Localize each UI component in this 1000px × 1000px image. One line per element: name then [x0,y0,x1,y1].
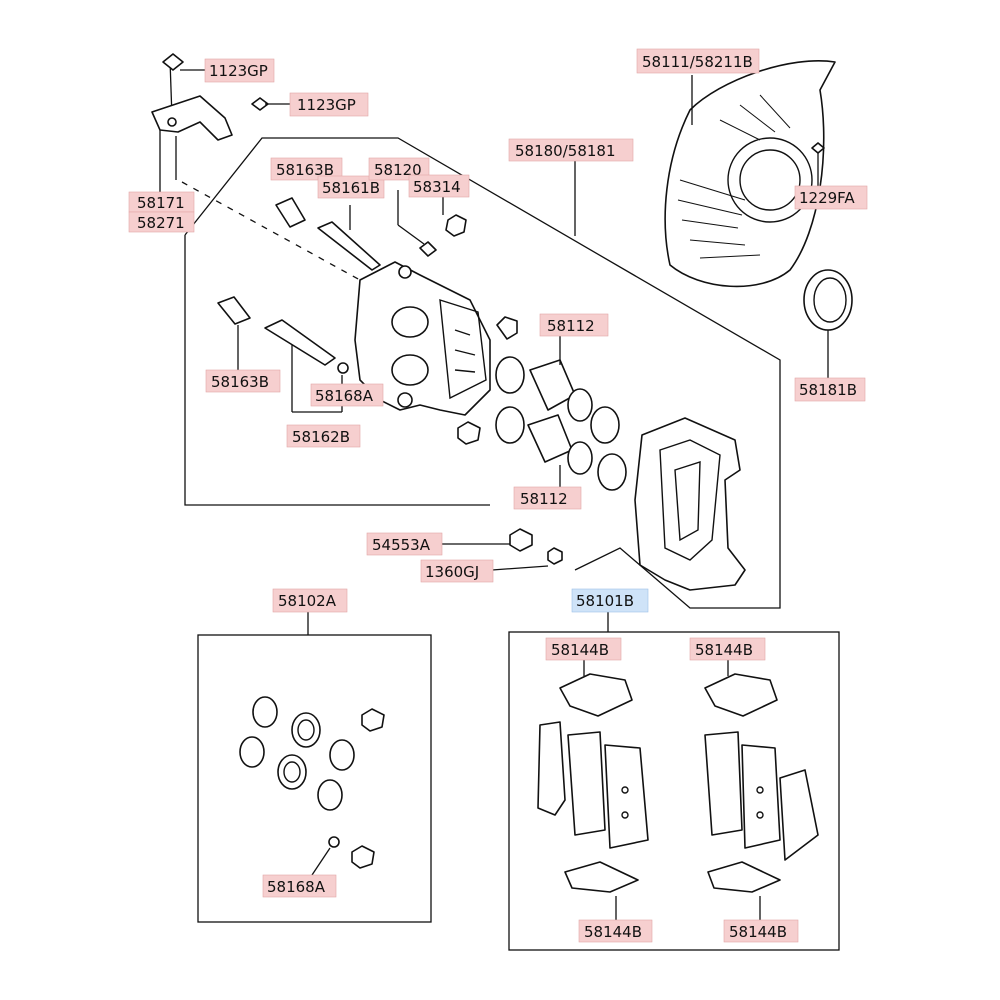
brake-pads-right [704,660,819,920]
label-1360gj[interactable]: 1360GJ [420,559,494,583]
label-58162b[interactable]: 58162B [286,424,361,448]
pad-kit-box [508,631,840,951]
caliper-carrier [634,417,746,591]
svg-text:58120: 58120 [374,161,422,179]
pistons-and-seals [457,316,627,491]
bleeder-screw [397,190,467,257]
svg-text:58101B: 58101B [576,592,634,610]
svg-text:58144B: 58144B [729,923,787,941]
svg-text:58314: 58314 [413,178,461,196]
label-54553a[interactable]: 54553A [366,532,443,556]
svg-text:58163B: 58163B [276,161,334,179]
svg-text:58271: 58271 [137,214,185,232]
label-58144b-1[interactable]: 58144B [545,637,622,661]
bolt-54553a [442,528,563,571]
label-58111-58211b[interactable]: 58111/58211B [636,48,760,74]
label-58163b-top[interactable]: 58163B [270,157,343,181]
svg-text:58181B: 58181B [799,381,857,399]
label-58314[interactable]: 58314 [408,174,470,198]
seal-kit-parts [239,696,385,876]
label-58271[interactable]: 58271 [128,211,195,233]
label-58180-58181[interactable]: 58180/58181 [508,138,634,162]
abs-tone-ring [803,269,853,380]
svg-text:54553A: 54553A [372,536,431,554]
label-58181b[interactable]: 58181B [794,377,866,402]
guide-pin-lower [217,296,349,413]
label-58102a[interactable]: 58102A [272,588,348,613]
svg-text:58163B: 58163B [211,373,269,391]
label-58120[interactable]: 58120 [368,157,430,181]
mounting-bracket [151,53,269,195]
caliper-housing [354,261,491,416]
svg-text:58112: 58112 [547,317,595,335]
label-1229fa[interactable]: 1229FA [794,185,868,210]
brake-pads-left [537,660,649,920]
svg-text:58144B: 58144B [551,641,609,659]
svg-text:58168A: 58168A [267,878,326,896]
seal-kit-box [197,634,432,923]
svg-text:58111/58211B: 58111/58211B [642,53,753,71]
svg-text:1123GP: 1123GP [209,62,268,80]
label-58168a-kit[interactable]: 58168A [262,874,337,898]
svg-text:58112: 58112 [520,490,568,508]
label-58112-top[interactable]: 58112 [539,313,609,337]
svg-text:58180/58181: 58180/58181 [515,142,616,160]
label-58112-bottom[interactable]: 58112 [513,486,582,510]
label-1123gp-a[interactable]: 1123GP [204,58,275,83]
assembly-outline [184,137,781,609]
svg-text:1123GP: 1123GP [297,96,356,114]
svg-text:58168A: 58168A [315,387,374,405]
label-58171[interactable]: 58171 [128,191,195,213]
svg-text:58144B: 58144B [584,923,642,941]
svg-text:58162B: 58162B [292,428,350,446]
label-58163b-left[interactable]: 58163B [205,369,281,393]
svg-text:58102A: 58102A [278,592,337,610]
svg-text:1360GJ: 1360GJ [425,563,479,581]
label-58161b[interactable]: 58161B [317,175,385,199]
svg-text:58144B: 58144B [695,641,753,659]
bolt-1229fa [811,142,825,190]
svg-text:58171: 58171 [137,194,185,212]
dust-shield [664,60,836,288]
guide-pin-upper [275,197,381,271]
label-58144b-3[interactable]: 58144B [578,919,653,943]
label-58168a[interactable]: 58168A [310,383,384,407]
label-58101b-selected[interactable]: 58101B [571,588,649,613]
label-1123gp-b[interactable]: 1123GP [289,92,369,117]
svg-text:58161B: 58161B [322,179,380,197]
label-58144b-2[interactable]: 58144B [689,637,766,661]
label-58144b-4[interactable]: 58144B [723,919,799,943]
svg-text:1229FA: 1229FA [799,189,855,207]
